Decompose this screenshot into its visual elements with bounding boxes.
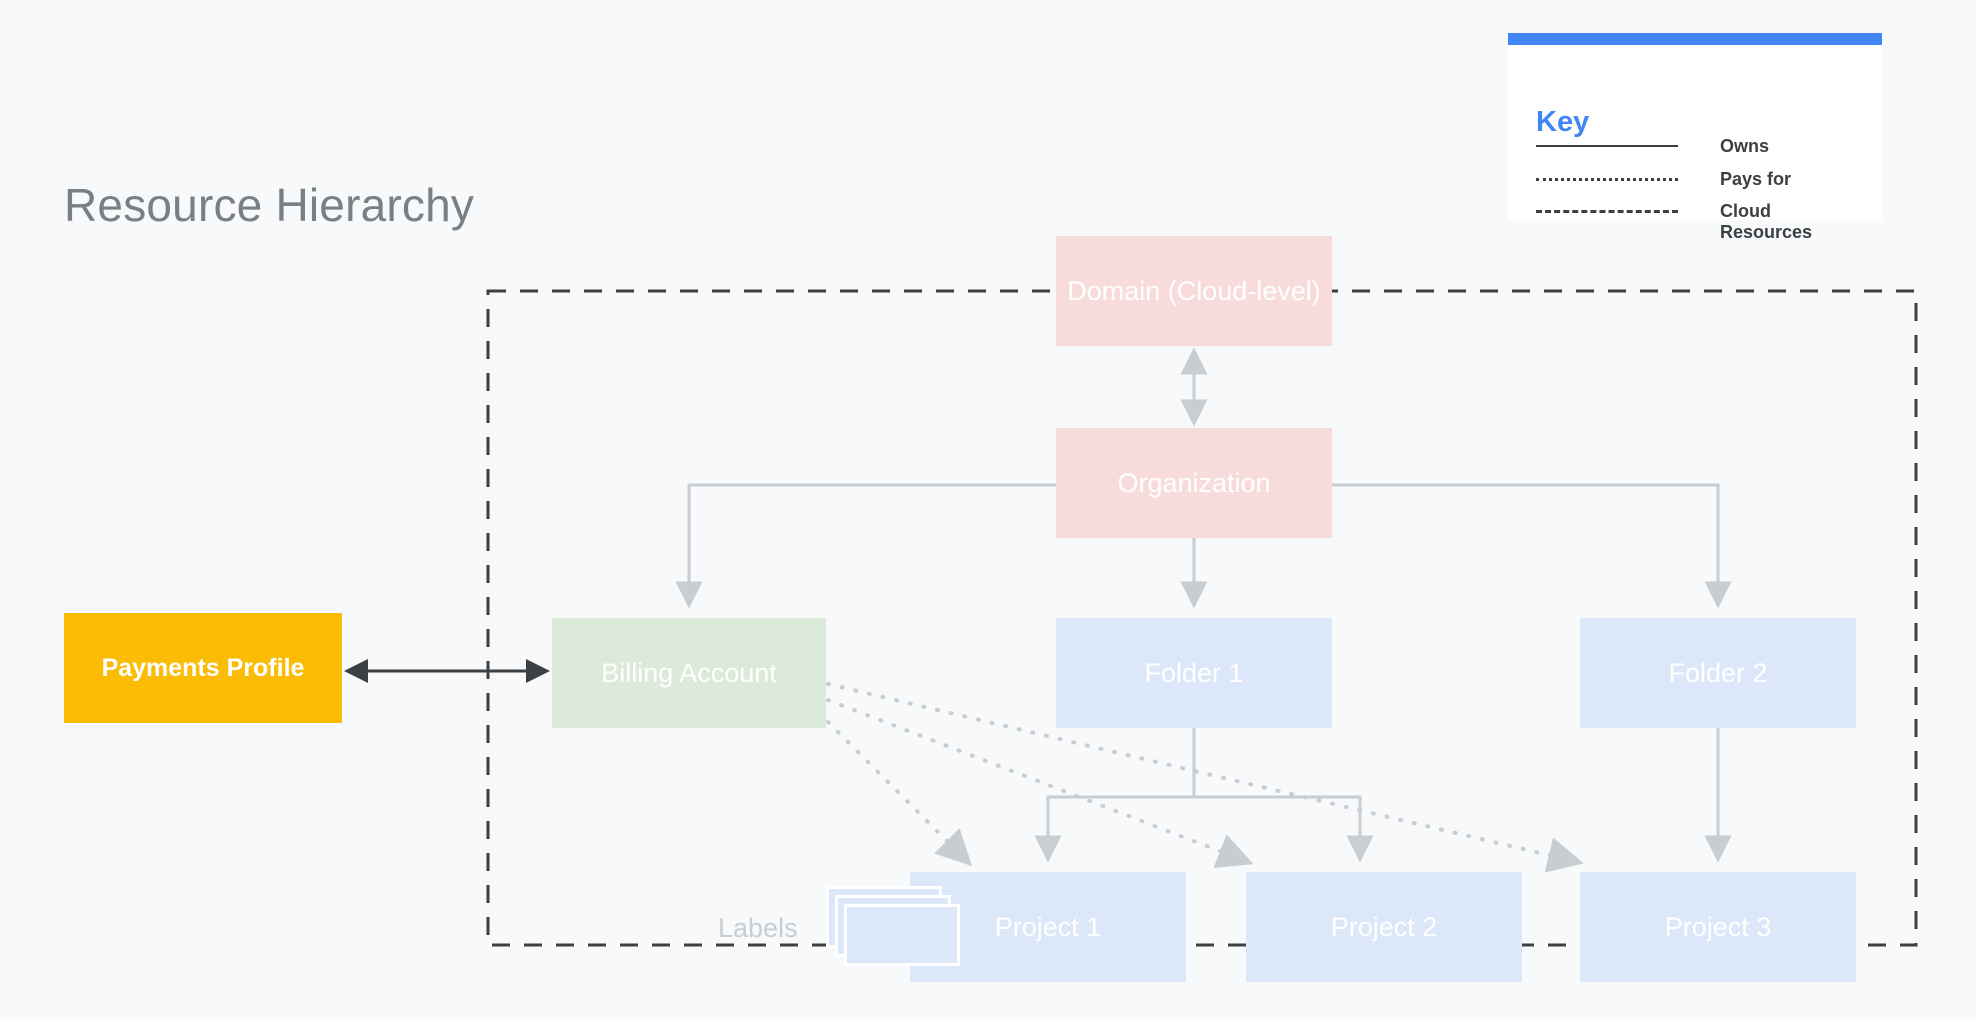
dotted-line-icon	[1536, 178, 1678, 181]
node-payments-profile[interactable]: Payments Profile	[64, 613, 342, 723]
edge-folder1-project2	[1192, 728, 1374, 863]
legend-item-pays-for-label: Pays for	[1720, 169, 1792, 189]
dashed-line-icon	[1536, 210, 1678, 213]
node-project-1[interactable]: Project 1	[910, 872, 1186, 982]
node-project-2[interactable]: Project 2	[1246, 872, 1522, 982]
solid-line-icon	[1536, 145, 1678, 147]
labels-caption: Labels	[718, 913, 798, 943]
node-folder-1[interactable]: Folder 1	[1056, 618, 1332, 728]
node-billing-account[interactable]: Billing Account	[552, 618, 826, 728]
legend-item-cloud-resources-label: Cloud Resources	[1720, 201, 1813, 243]
legend-accent-bar	[1508, 33, 1882, 45]
stacked-card-front	[844, 904, 960, 966]
node-organization[interactable]: Organization	[1056, 428, 1332, 538]
legend-item-owns: Owns	[1536, 136, 1866, 157]
legend-item-owns-label: Owns	[1720, 136, 1770, 156]
edge-billing-project1	[826, 720, 973, 867]
legend-title: Key	[1536, 106, 1590, 138]
edge-folder1-project1	[1034, 728, 1196, 863]
page-title: Resource Hierarchy	[64, 179, 475, 231]
node-domain[interactable]: Domain (Cloud-level)	[1056, 236, 1332, 346]
node-project-3[interactable]: Project 3	[1580, 872, 1856, 982]
stacked-cards-icon	[826, 886, 962, 970]
legend-panel: Key Owns Pays for Cloud Resources	[1508, 33, 1882, 242]
legend-item-cloud-resources: Cloud Resources	[1536, 201, 1866, 243]
legend-item-pays-for: Pays for	[1536, 169, 1866, 190]
node-folder-2[interactable]: Folder 2	[1580, 618, 1856, 728]
